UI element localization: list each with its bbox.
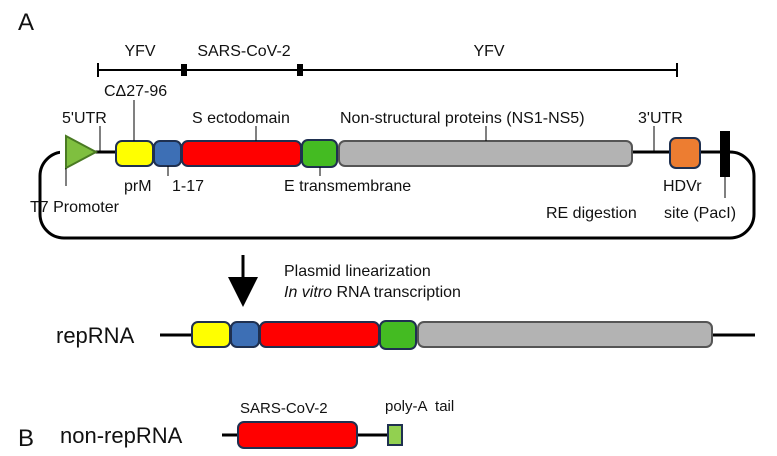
reprna-prm xyxy=(230,321,260,348)
nonreprna-label: non-repRNA xyxy=(60,423,183,448)
reprna-label: repRNA xyxy=(56,323,135,348)
origin-yfv-left-label: YFV xyxy=(124,43,155,60)
t7-promoter-triangle xyxy=(65,134,99,170)
panel-a-label: A xyxy=(18,9,34,36)
label-s-ectodomain: S ectodomain xyxy=(192,110,290,127)
step-linearization: Plasmid linearization xyxy=(284,263,431,280)
reprna-e-tm xyxy=(379,320,417,350)
label-3utr: 3'UTR xyxy=(638,110,683,127)
reprna-construct: repRNA xyxy=(56,320,755,350)
nonreprna-construct: non-repRNA SARS-CoV-2 poly-A tail xyxy=(60,398,454,449)
e-transmembrane-box xyxy=(301,139,338,168)
plasmid-map: 5'UTR CΔ27-96 S ectodomain Non-structura… xyxy=(30,83,756,240)
label-hdvr: HDVr xyxy=(663,178,702,195)
hdvr-box xyxy=(669,137,701,169)
label-re-digestion: RE digestion xyxy=(546,205,637,222)
label-paci-site: site (PacI) xyxy=(664,205,736,222)
origin-yfv-right-label: YFV xyxy=(473,43,504,60)
label-prm: prM xyxy=(124,178,152,195)
label-5utr: 5'UTR xyxy=(62,110,107,127)
polya-tail-box xyxy=(387,424,403,446)
origin-sars-label: SARS-CoV-2 xyxy=(197,43,290,60)
paci-site-marker xyxy=(720,131,730,177)
nonreprna-spike xyxy=(237,421,358,449)
ns-proteins-box xyxy=(338,140,633,167)
reprna-ns xyxy=(417,321,713,348)
label-t7-promoter: T7 Promoter xyxy=(30,199,120,216)
polya-label: poly-A tail xyxy=(385,398,454,415)
reprna-capsid xyxy=(191,321,231,348)
step-transcription: In vitro RNA transcription xyxy=(284,284,461,301)
capsid-box xyxy=(115,140,154,167)
label-1-17: 1-17 xyxy=(172,178,204,195)
origin-bar: YFV SARS-CoV-2 YFV xyxy=(97,43,678,77)
s-ectodomain-box xyxy=(181,140,302,167)
label-e-transmembrane: E transmembrane xyxy=(284,178,411,195)
sars-cov-2-label: SARS-CoV-2 xyxy=(240,400,328,417)
reprna-spike xyxy=(259,321,380,348)
panel-b-label: B xyxy=(18,425,34,452)
label-capsid: CΔ27-96 xyxy=(104,83,167,100)
prm-box xyxy=(153,140,182,167)
label-ns-proteins: Non-structural proteins (NS1-NS5) xyxy=(340,110,585,127)
